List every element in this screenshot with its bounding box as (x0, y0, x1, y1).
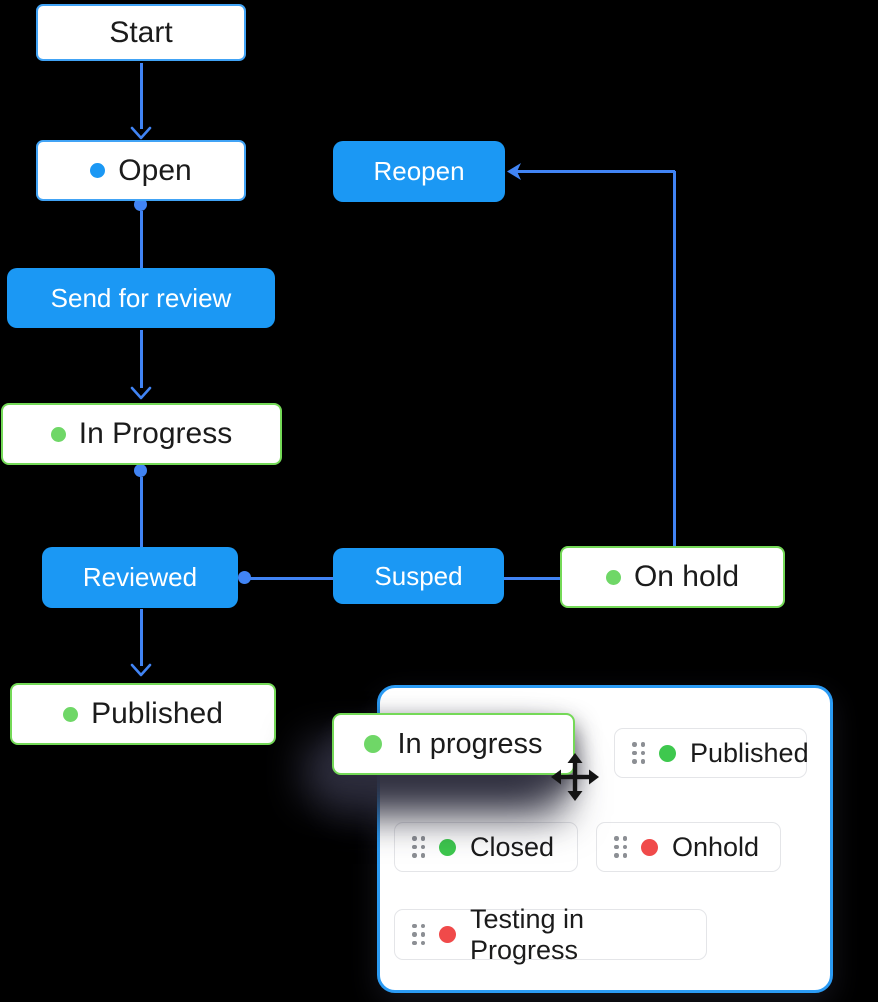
chip-in-progress-dragging[interactable]: In progress (332, 713, 575, 775)
arrowhead-down-icon (130, 126, 152, 140)
node-label: Reopen (373, 156, 465, 186)
chip-label: Closed (470, 831, 555, 862)
connector-reviewed-susped (250, 577, 334, 580)
chip-onhold[interactable]: Onhold (596, 822, 781, 872)
node-label: Start (109, 15, 173, 49)
connector-open-send (140, 211, 143, 272)
node-open[interactable]: Open (36, 140, 246, 201)
node-label: On hold (633, 560, 740, 593)
port-reviewed-right[interactable] (238, 571, 251, 584)
chip-testing-in-progress[interactable]: Testing in Progress (394, 904, 707, 965)
node-label: Open (118, 153, 192, 187)
node-in-progress[interactable]: In Progress (1, 403, 282, 465)
arrowhead-down-icon (130, 663, 152, 677)
node-reopen[interactable]: Reopen (333, 141, 505, 202)
status-dot-green (659, 744, 676, 762)
chip-label: Onhold (672, 831, 760, 862)
chip-label: In progress (397, 727, 543, 760)
status-dot-green (439, 838, 456, 856)
arrowhead-left-icon (506, 161, 522, 182)
status-dot-green (605, 569, 621, 585)
connector-start-open (140, 63, 143, 129)
node-reviewed[interactable]: Reviewed (42, 547, 238, 608)
node-label: Send for review (50, 282, 232, 313)
connector-onhold-reopen-horizontal (516, 170, 675, 173)
move-cursor-icon (551, 753, 599, 801)
status-dot-blue (90, 163, 106, 178)
node-on-hold[interactable]: On hold (560, 546, 785, 608)
chip-label: Published (690, 737, 809, 768)
status-dot-red (439, 926, 456, 943)
status-dot-green (364, 735, 383, 753)
chip-closed[interactable]: Closed (394, 822, 578, 872)
connector-send-inprogress (140, 330, 143, 388)
drag-handle-icon[interactable] (412, 923, 425, 946)
node-label: In Progress (78, 417, 233, 450)
status-dot-green (50, 426, 66, 442)
connector-inprogress-reviewed (140, 477, 143, 548)
connector-reviewed-published (140, 609, 143, 666)
status-dot-red (641, 838, 658, 856)
port-open-bottom[interactable] (134, 198, 147, 211)
chip-label: Testing in Progress (470, 903, 585, 965)
node-send-for-review[interactable]: Send for review (7, 268, 275, 328)
drag-handle-icon[interactable] (614, 836, 627, 858)
port-inprogress-bottom[interactable] (134, 464, 147, 477)
node-susped[interactable]: Susped (333, 548, 504, 604)
node-published[interactable]: Published (10, 683, 276, 745)
chip-published[interactable]: Published (614, 728, 809, 778)
node-label: Susped (374, 560, 463, 591)
node-label: Published (91, 697, 223, 730)
drag-handle-icon[interactable] (632, 742, 645, 764)
status-dot-green (63, 706, 79, 722)
connector-susped-onhold (504, 577, 561, 580)
connector-onhold-reopen-vertical (673, 171, 676, 547)
node-start[interactable]: Start (36, 4, 246, 61)
arrowhead-down-icon (130, 386, 152, 400)
drag-handle-icon[interactable] (412, 836, 425, 858)
node-label: Reviewed (82, 562, 198, 592)
